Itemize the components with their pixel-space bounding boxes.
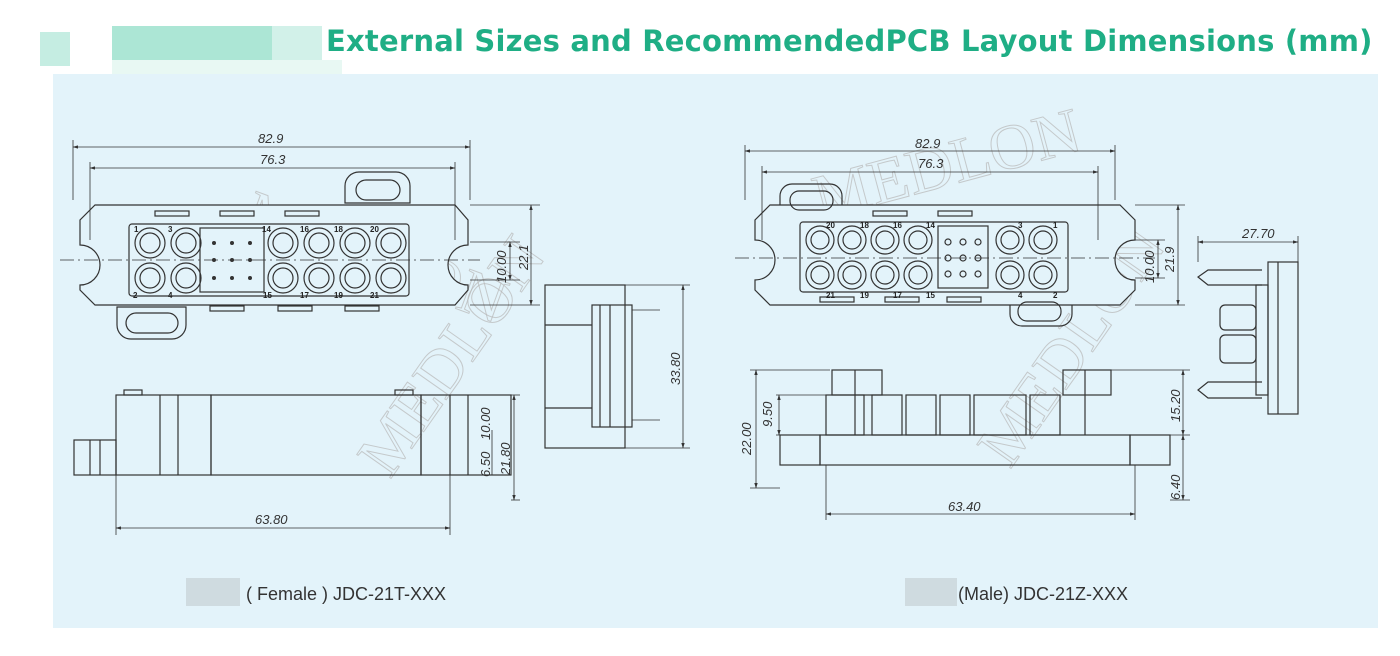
- dim-side-c: 21.80: [498, 442, 513, 476]
- svg-text:19: 19: [334, 291, 343, 300]
- page-title: External Sizes and RecommendedPCB Layout…: [326, 24, 1373, 58]
- svg-text:20: 20: [370, 225, 379, 234]
- dim-hole-pitch: 76.3: [260, 152, 286, 167]
- male-side-view: [1196, 236, 1299, 415]
- svg-text:17: 17: [300, 291, 309, 300]
- dim-body-height: 21.9: [1162, 247, 1177, 273]
- svg-text:4: 4: [168, 291, 173, 300]
- header-decoration: [40, 26, 342, 74]
- svg-text:19: 19: [860, 291, 869, 300]
- svg-text:14: 14: [262, 225, 271, 234]
- svg-text:3: 3: [168, 225, 173, 234]
- svg-text:18: 18: [860, 221, 869, 230]
- svg-text:14: 14: [926, 221, 935, 230]
- dim-base-width: 63.40: [948, 499, 981, 514]
- svg-text:21: 21: [370, 291, 379, 300]
- dim-body-height: 22.1: [516, 245, 531, 271]
- dim-side-a: 22.00: [739, 422, 754, 456]
- dim-side-height: 33.80: [668, 352, 683, 385]
- svg-text:21: 21: [826, 291, 835, 300]
- svg-text:17: 17: [893, 291, 902, 300]
- dim-pin-length: 27.70: [1241, 226, 1275, 241]
- male-bottom-view: [750, 369, 1190, 520]
- dim-pin-row-height: 10.00: [1142, 250, 1157, 283]
- male-pin-labels: 20 18 16 14 3 1 21 19 17 15 4 2: [826, 221, 1058, 300]
- svg-text:15: 15: [926, 291, 935, 300]
- svg-text:15: 15: [263, 291, 272, 300]
- svg-text:16: 16: [893, 221, 902, 230]
- dim-overall-width: 82.9: [915, 136, 940, 151]
- female-front-view: [60, 140, 540, 340]
- dim-side-b: 10.00: [478, 407, 493, 440]
- svg-text:3: 3: [1018, 221, 1023, 230]
- svg-text:4: 4: [1018, 291, 1023, 300]
- svg-text:18: 18: [334, 225, 343, 234]
- female-pin-labels: 1 3 14 16 18 20 2 4 15 17 19 21: [133, 225, 379, 300]
- dim-side-a: 6.50: [478, 451, 493, 477]
- svg-text:20: 20: [826, 221, 835, 230]
- caption-logo-female: [186, 578, 240, 606]
- dim-side-b: 9.50: [760, 401, 775, 427]
- svg-text:1: 1: [1053, 221, 1058, 230]
- male-front-view: [735, 145, 1185, 327]
- female-dimension-labels: 82.9 76.3 10.00 22.1 33.80 63.80 6.50 10…: [255, 131, 683, 527]
- svg-text:1: 1: [134, 225, 139, 234]
- caption-logo-male: [905, 578, 957, 606]
- caption-male: (Male) JDC-21Z-XXX: [958, 584, 1129, 604]
- caption-female: ( Female ) JDC-21T-XXX: [246, 584, 447, 604]
- svg-text:2: 2: [133, 291, 138, 300]
- dim-overall-width: 82.9: [258, 131, 283, 146]
- svg-text:2: 2: [1053, 291, 1058, 300]
- dim-pin-row-height: 10.00: [494, 250, 509, 283]
- svg-text:16: 16: [300, 225, 309, 234]
- female-side-view: [544, 284, 690, 449]
- female-bottom-view: [73, 389, 520, 535]
- dim-right-a: 15.20: [1168, 389, 1183, 422]
- dim-hole-pitch: 76.3: [918, 156, 944, 171]
- male-dimension-labels: 82.9 76.3 10.00 21.9 27.70 22.00 9.50 15…: [739, 136, 1275, 514]
- dim-right-b: 6.40: [1168, 474, 1183, 500]
- dim-base-width: 63.80: [255, 512, 288, 527]
